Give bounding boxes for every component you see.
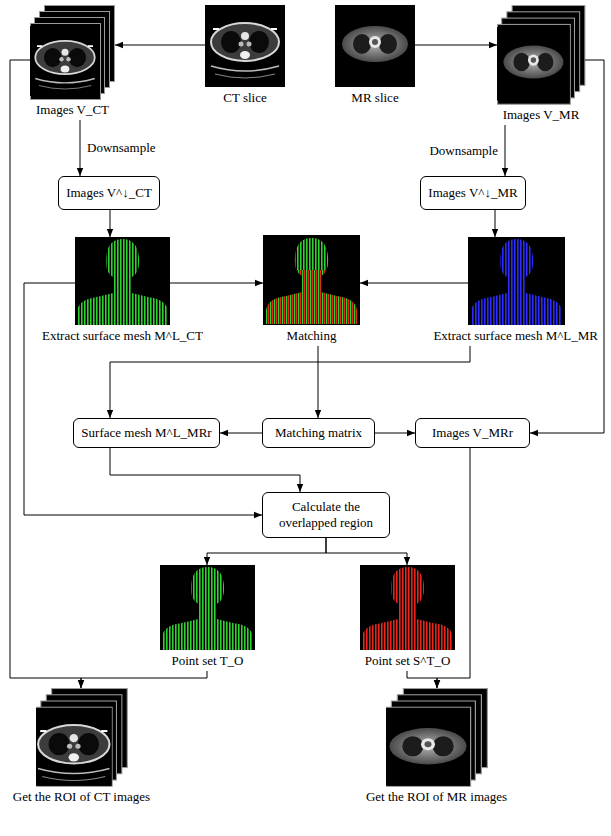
connector [115,45,205,46]
image-panel: MR slice [335,5,415,87]
image-caption: Get the ROI of MR images [366,789,507,805]
box-label: Images V^↓_MR [428,185,517,201]
box-label: Images V^↓_CT [66,185,152,201]
ct-mesh [75,237,170,325]
connector [415,45,497,46]
mr-mesh [468,237,565,325]
connector [110,448,300,492]
connector [110,210,111,237]
process-box: Surface mesh M^L_MRr [73,418,220,448]
image-caption: Get the ROI of CT images [13,789,150,805]
box-label: Matching matrix [275,425,362,441]
ct-stack [30,6,115,100]
image-panel: Get the ROI of MR images [386,688,487,786]
connector [81,671,207,688]
connector [326,538,407,565]
connector [207,538,326,565]
image-panel: Get the ROI of CT images [36,688,127,786]
ct-roi-stack [32,689,127,789]
image-caption: Point set T_O [172,653,244,669]
image-caption: Point set S^T_O [365,653,451,669]
image-panel: CT slice [205,5,285,87]
connector [437,448,470,688]
connector [220,433,262,434]
image-panel: Extract surface mesh M^L_MR [468,237,565,325]
ct-slice [205,5,285,87]
box-label: Surface mesh M^L_MRr [81,425,211,441]
box-label: Images V_MRr [432,425,513,441]
connector [170,283,263,284]
image-caption: CT slice [223,90,266,106]
image-caption: MR slice [351,90,398,106]
image-panel: Extract surface mesh M^L_CT [75,237,170,325]
edge-label: Downsample [428,143,499,159]
box-label: Calculate the overlapped region [269,499,383,530]
image-caption: Matching [287,328,337,344]
process-box: Matching matrix [262,418,375,448]
image-caption: Images V_CT [36,102,109,118]
connector [505,125,506,176]
image-caption: Extract surface mesh M^L_MR [433,328,598,344]
process-box: Images V^↓_CT [58,176,160,210]
connector [80,120,81,176]
connector [24,283,262,515]
image-panel: Point set S^T_O [360,565,455,650]
connector [110,346,470,418]
process-box: Images V_MRr [415,418,530,448]
mr-slice [335,5,415,87]
point-set-mr [360,565,455,650]
connector [10,60,81,688]
matching-mesh [263,235,360,325]
image-panel: Images V_CT [30,5,115,99]
image-panel: Matching [263,235,360,325]
connector [318,346,319,418]
edge-label: Downsample [86,140,157,156]
process-box: Calculate the overlapped region [262,492,390,538]
mr-stack [497,6,585,105]
connector [407,671,437,688]
connector [375,433,415,434]
point-set-ct [160,565,255,650]
process-box: Images V^↓_MR [420,176,526,210]
image-panel: Point set T_O [160,565,255,650]
image-panel: Images V_MR [497,5,585,104]
image-caption: Extract surface mesh M^L_CT [42,328,203,344]
image-caption: Images V_MR [503,107,580,123]
mr-roi-stack [381,689,487,789]
connector [360,283,468,284]
connector [495,210,496,237]
